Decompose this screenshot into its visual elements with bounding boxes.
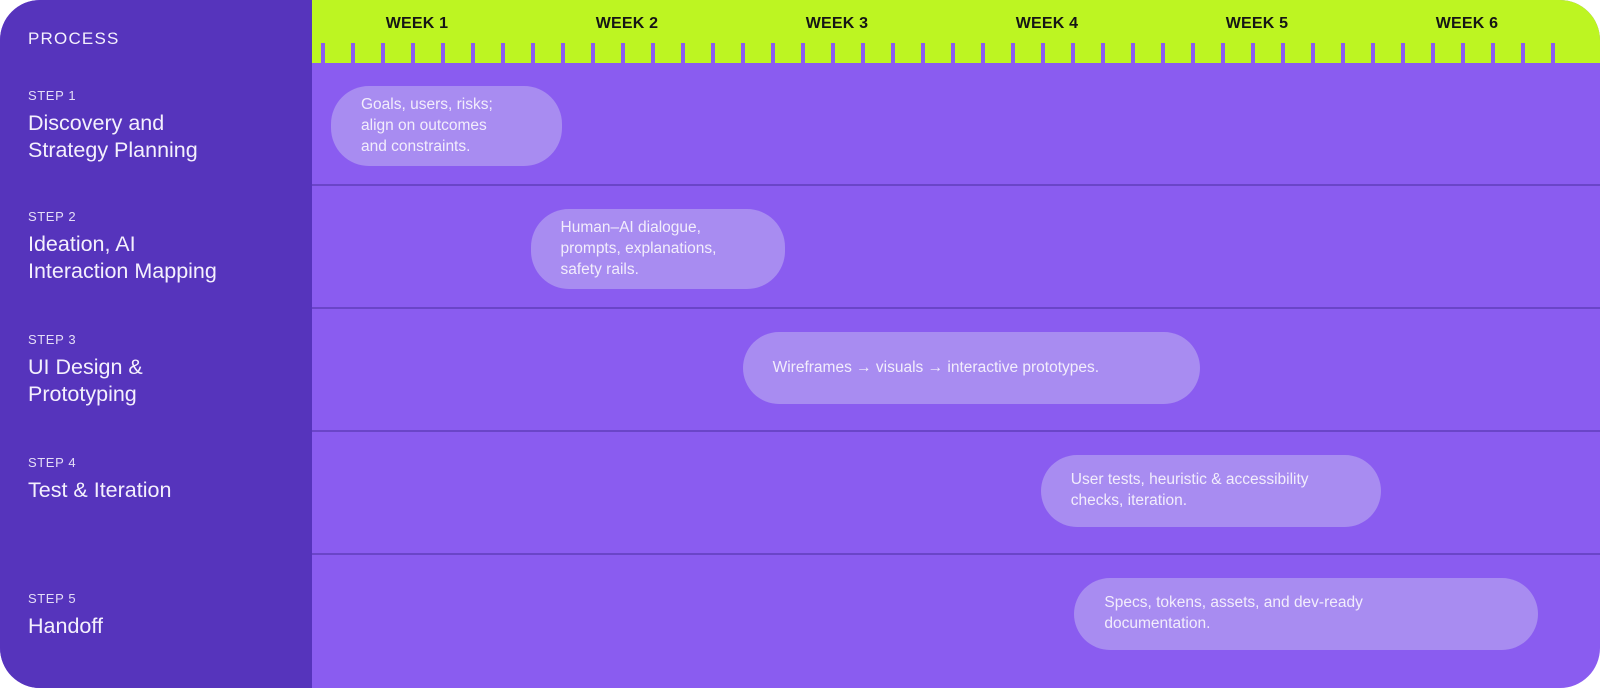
sidebar-step-4: STEP 4 Test & Iteration — [0, 430, 312, 553]
week-label: WEEK 1 — [385, 14, 449, 32]
ruler-tick-icon — [1551, 43, 1555, 63]
timeline-row-step-5: Specs, tokens, assets, and dev-ready doc… — [312, 553, 1600, 688]
ruler-tick-icon — [531, 43, 535, 63]
week-column-2: WEEK 2 — [522, 0, 732, 63]
ruler-tick-icon — [1161, 43, 1165, 63]
week-label: WEEK 3 — [805, 14, 869, 32]
step-title: Discovery and Strategy Planning — [28, 111, 198, 163]
ruler-tick-icon — [1491, 43, 1495, 63]
ruler-tick-icon — [471, 43, 475, 63]
week-column-6: WEEK 6 — [1362, 0, 1572, 63]
ruler-tick-icon — [1341, 43, 1345, 63]
ruler-tick-icon — [561, 43, 565, 63]
ruler-tick-icon — [981, 43, 985, 63]
ruler-tick-icon — [1101, 43, 1105, 63]
timeline-row-step-4: User tests, heuristic & accessibility ch… — [312, 430, 1600, 553]
ruler-tick-icon — [1251, 43, 1255, 63]
week-column-3: WEEK 3 — [732, 0, 942, 63]
step-title: Test & Iteration — [28, 478, 172, 502]
step-label: STEP 2 — [28, 209, 77, 224]
ruler-tick-icon — [441, 43, 445, 63]
timeline-content: WEEK 1 WEEK 2 WEEK 3 WEEK 4 WEEK 5 WEEK … — [312, 0, 1600, 688]
sidebar-step-5: STEP 5 Handoff — [0, 553, 312, 688]
week-column-4: WEEK 4 — [942, 0, 1152, 63]
week-ruler: WEEK 1 WEEK 2 WEEK 3 WEEK 4 WEEK 5 WEEK … — [312, 0, 1600, 63]
week-column-5: WEEK 5 — [1152, 0, 1362, 63]
sidebar-step-2: STEP 2 Ideation, AI Interaction Mapping — [0, 184, 312, 307]
process-sidebar: PROCESS STEP 1 Discovery and Strategy Pl… — [0, 0, 312, 688]
ruler-tick-icon — [681, 43, 685, 63]
week-label: WEEK 4 — [1015, 14, 1079, 32]
task-card: Goals, users, risks; align on outcomes a… — [331, 86, 562, 167]
ruler-tick-icon — [951, 43, 955, 63]
step-title: Handoff — [28, 614, 103, 638]
timeline-row-step-2: Human–AI dialogue, prompts, explanations… — [312, 184, 1600, 307]
step-title: Ideation, AI Interaction Mapping — [28, 232, 217, 284]
ruler-tick-icon — [1041, 43, 1045, 63]
ruler-tick-icon — [411, 43, 415, 63]
ruler-tick-icon — [921, 43, 925, 63]
timeline-rows: Goals, users, risks; align on outcomes a… — [312, 63, 1600, 688]
ruler-tick-icon — [621, 43, 625, 63]
ruler-tick-icon — [501, 43, 505, 63]
ruler-tick-icon — [381, 43, 385, 63]
sidebar-header: PROCESS — [0, 0, 312, 63]
ruler-tick-icon — [711, 43, 715, 63]
ruler-tick-icon — [1521, 43, 1525, 63]
ruler-tick-icon — [1461, 43, 1465, 63]
ruler-tick-icon — [351, 43, 355, 63]
step-title: UI Design & Prototyping — [28, 355, 143, 407]
task-card: User tests, heuristic & accessibility ch… — [1040, 455, 1381, 527]
ruler-tick-icon — [321, 43, 325, 63]
ruler-tick-icon — [1401, 43, 1405, 63]
ruler-tick-icon — [1131, 43, 1135, 63]
ruler-tick-icon — [1371, 43, 1375, 63]
step-label: STEP 3 — [28, 332, 77, 347]
task-card: Specs, tokens, assets, and dev-ready doc… — [1074, 578, 1539, 650]
task-card: Wireframes → visuals → interactive proto… — [742, 332, 1201, 404]
sidebar-step-1: STEP 1 Discovery and Strategy Planning — [0, 63, 312, 184]
ruler-tick-icon — [861, 43, 865, 63]
sidebar-step-3: STEP 3 UI Design & Prototyping — [0, 307, 312, 430]
task-card: Human–AI dialogue, prompts, explanations… — [530, 209, 785, 290]
step-label: STEP 1 — [28, 88, 77, 103]
step-label: STEP 5 — [28, 591, 77, 606]
ruler-tick-icon — [1011, 43, 1015, 63]
week-label: WEEK 2 — [595, 14, 659, 32]
step-label: STEP 4 — [28, 455, 77, 470]
week-label: WEEK 5 — [1225, 14, 1289, 32]
ruler-tick-icon — [1281, 43, 1285, 63]
ruler-tick-icon — [1221, 43, 1225, 63]
ruler-tick-icon — [591, 43, 595, 63]
ruler-tick-icon — [831, 43, 835, 63]
timeline-row-step-1: Goals, users, risks; align on outcomes a… — [312, 63, 1600, 184]
timeline-row-step-3: Wireframes → visuals → interactive proto… — [312, 307, 1600, 430]
week-label: WEEK 6 — [1435, 14, 1499, 32]
ruler-tick-icon — [801, 43, 805, 63]
ruler-tick-icon — [741, 43, 745, 63]
ruler-tick-icon — [1311, 43, 1315, 63]
ruler-tick-icon — [1071, 43, 1075, 63]
ruler-tick-icon — [651, 43, 655, 63]
process-title: PROCESS — [28, 28, 120, 48]
ruler-tick-icon — [1191, 43, 1195, 63]
ruler-tick-icon — [771, 43, 775, 63]
week-column-1: WEEK 1 — [312, 0, 522, 63]
ruler-tick-icon — [1431, 43, 1435, 63]
ruler-tick-icon — [891, 43, 895, 63]
